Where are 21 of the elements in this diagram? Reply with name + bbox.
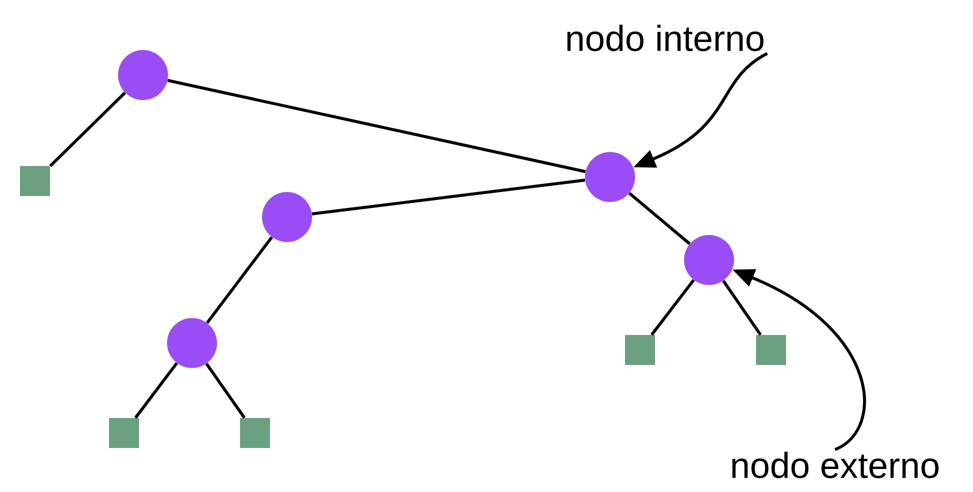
tree-edge (628, 192, 691, 245)
circle-node (684, 235, 734, 285)
circle-node (585, 152, 635, 202)
node-label: nodo interno (567, 24, 764, 52)
circle-node (167, 318, 217, 368)
tree-edge (206, 236, 274, 324)
tree-edge (134, 362, 178, 419)
square-leaf (756, 335, 786, 365)
tree-edge (722, 280, 762, 336)
circle-node (262, 192, 312, 242)
node-label: nodo externo (732, 452, 939, 478)
square-leaf (240, 418, 270, 448)
tree-edge (312, 178, 586, 216)
circle-node (118, 50, 168, 100)
tree-edge (167, 78, 586, 174)
tree-edge (205, 362, 246, 419)
tree-edge (49, 92, 126, 168)
square-leaf (109, 418, 139, 448)
square-leaf (625, 335, 656, 365)
tree-edge (650, 279, 695, 336)
square-leaf (20, 166, 50, 196)
